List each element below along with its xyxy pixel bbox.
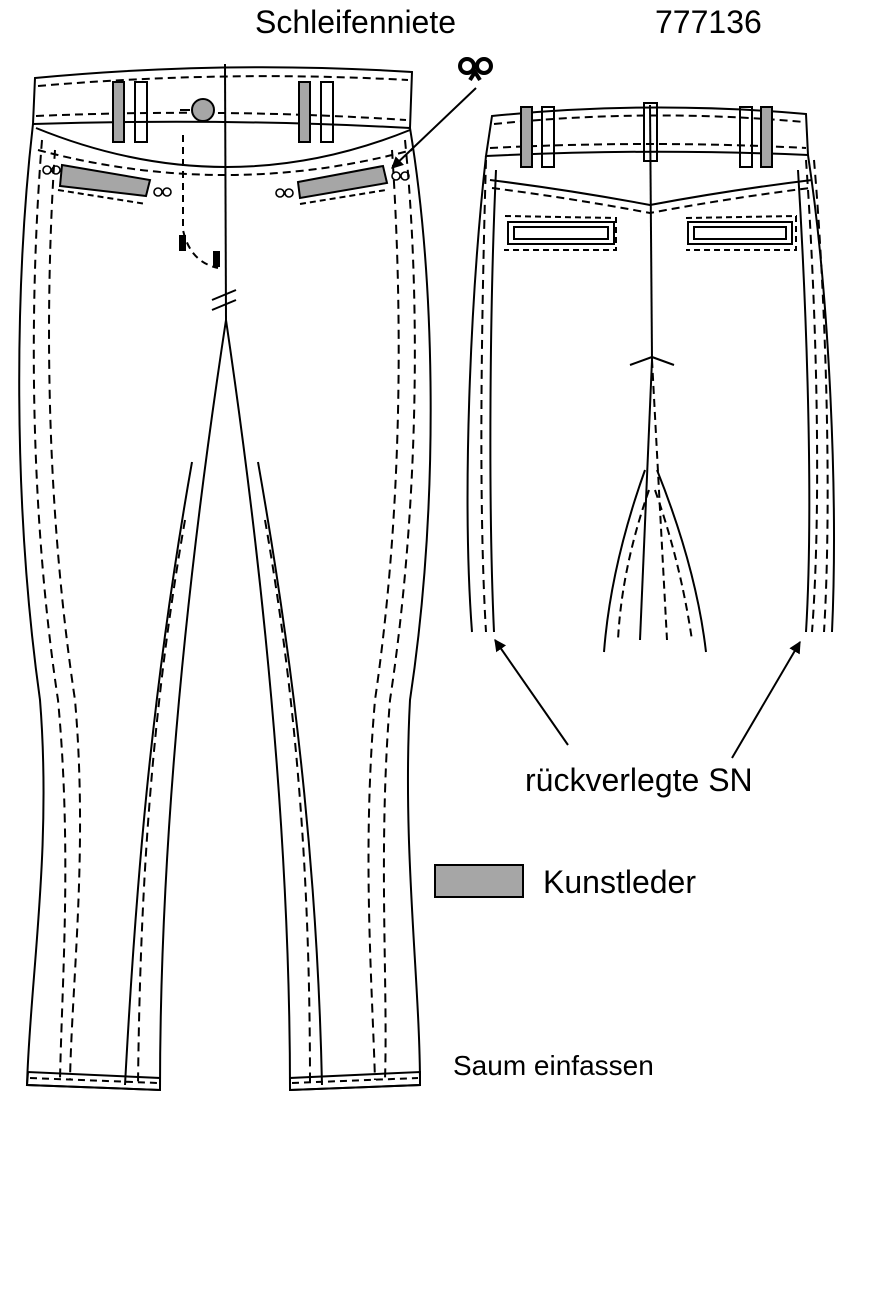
belt-loop (760, 106, 773, 168)
rivet-label: Schleifenniete (255, 4, 457, 40)
faux-leather-welt-right (296, 164, 389, 200)
legend-swatch (434, 864, 524, 898)
moved-seam-arrow-right (731, 640, 801, 759)
button-icon (191, 98, 215, 122)
article-number: 777136 (655, 4, 762, 40)
belt-loop (298, 81, 311, 143)
belt-loop (320, 81, 334, 143)
hem-label: Saum einfassen (453, 1050, 654, 1081)
back-contour (466, 155, 487, 633)
bow-rivet-icon (42, 165, 410, 198)
moved-seam-label: rückverlegte SN (525, 762, 753, 798)
belt-loop (541, 106, 555, 168)
moved-seam-arrow-left (494, 639, 569, 746)
belt-loop (134, 81, 148, 143)
back-welt-left (507, 221, 615, 245)
bow-rivet-icon (458, 57, 493, 82)
back-waistband (484, 106, 810, 158)
rivet-pointer-arrow (391, 87, 477, 169)
front-view (18, 63, 432, 1092)
back-welt-right (687, 221, 793, 245)
faux-leather-welt-left (58, 163, 152, 198)
belt-loop (739, 106, 753, 168)
legend-label: Kunstleder (543, 864, 696, 900)
belt-loop (112, 81, 125, 143)
belt-loop (520, 106, 533, 168)
back-view (466, 102, 835, 653)
